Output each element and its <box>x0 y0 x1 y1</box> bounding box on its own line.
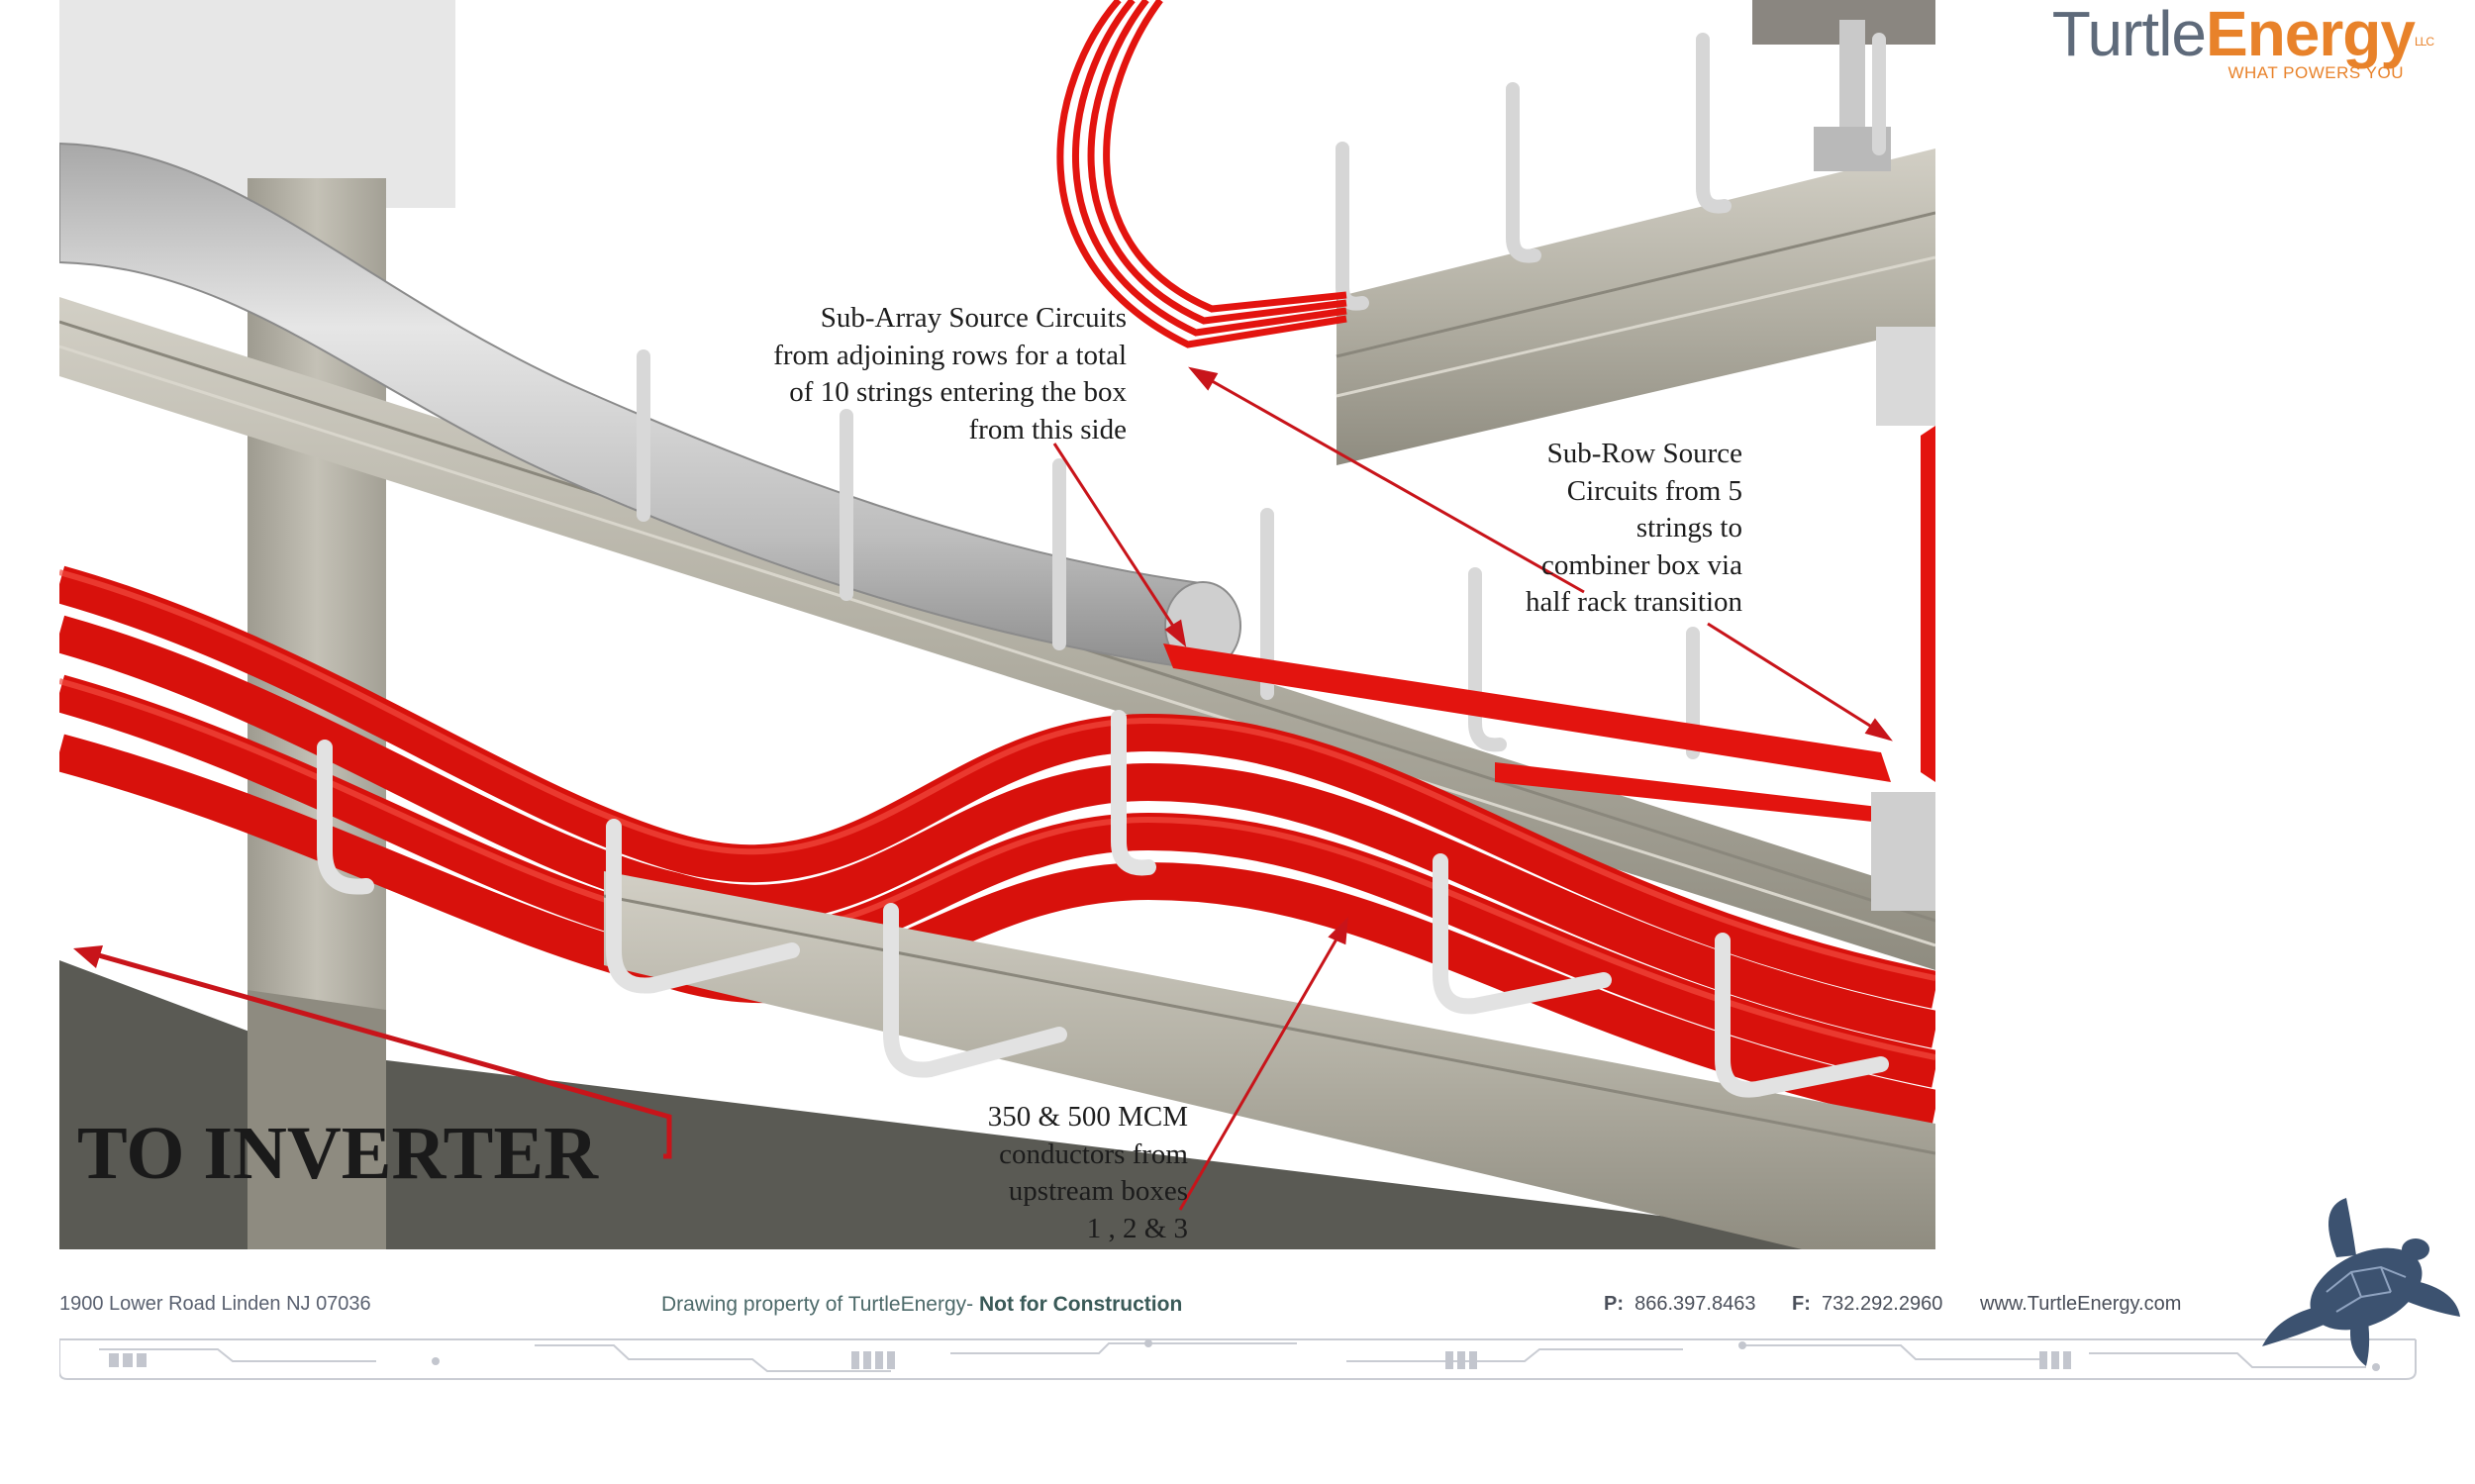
to-inverter-label: TO INVERTER <box>77 1112 598 1195</box>
footer-phone: P: 866.397.8463 <box>1604 1293 1756 1315</box>
turtle-icon <box>2262 1198 2460 1366</box>
circuit-trace-decoration <box>59 1338 2417 1380</box>
callout-sub-array: Sub-Array Source Circuits from adjoining… <box>773 302 1127 445</box>
footer-fax: F: 732.292.2960 <box>1792 1293 1943 1315</box>
mcm-conductors <box>59 565 1935 1128</box>
source-ribbon-subrow <box>1495 762 1921 827</box>
front-rail <box>604 871 1935 1249</box>
callout-mcm: 350 & 500 MCM conductors from upstream b… <box>987 1101 1188 1244</box>
source-ribbon-main <box>1163 643 1891 782</box>
brand-wordmark: TurtleEnergyLLC <box>2051 0 2434 69</box>
callout-sub-row: Sub-Row Source Circuits from 5 strings t… <box>1525 438 1742 618</box>
brand-logo: TurtleEnergyLLC WHAT POWERS YOU <box>2037 0 2434 99</box>
footer-property-notice: Drawing property of TurtleEnergy- Not fo… <box>661 1293 1183 1316</box>
footer-website: www.TurtleEnergy.com <box>1980 1293 2182 1315</box>
floor-shadow <box>59 960 1935 1249</box>
drawing-scene: Sub-Array Source Circuits from adjoining… <box>59 0 1935 1249</box>
rack-3d-illustration <box>59 0 1935 1249</box>
to-inverter-arrow <box>80 947 672 1159</box>
front-j-hooks <box>317 710 1889 1098</box>
upper-rail <box>1336 148 1935 465</box>
footer-address: 1900 Lower Road Linden NJ 07036 <box>59 1293 371 1315</box>
brand-tagline: WHAT POWERS YOU <box>2228 63 2404 82</box>
source-circuit-loop <box>1056 0 1347 348</box>
leader-arrows <box>1052 366 1893 1211</box>
upper-j-hooks <box>1336 33 1886 311</box>
